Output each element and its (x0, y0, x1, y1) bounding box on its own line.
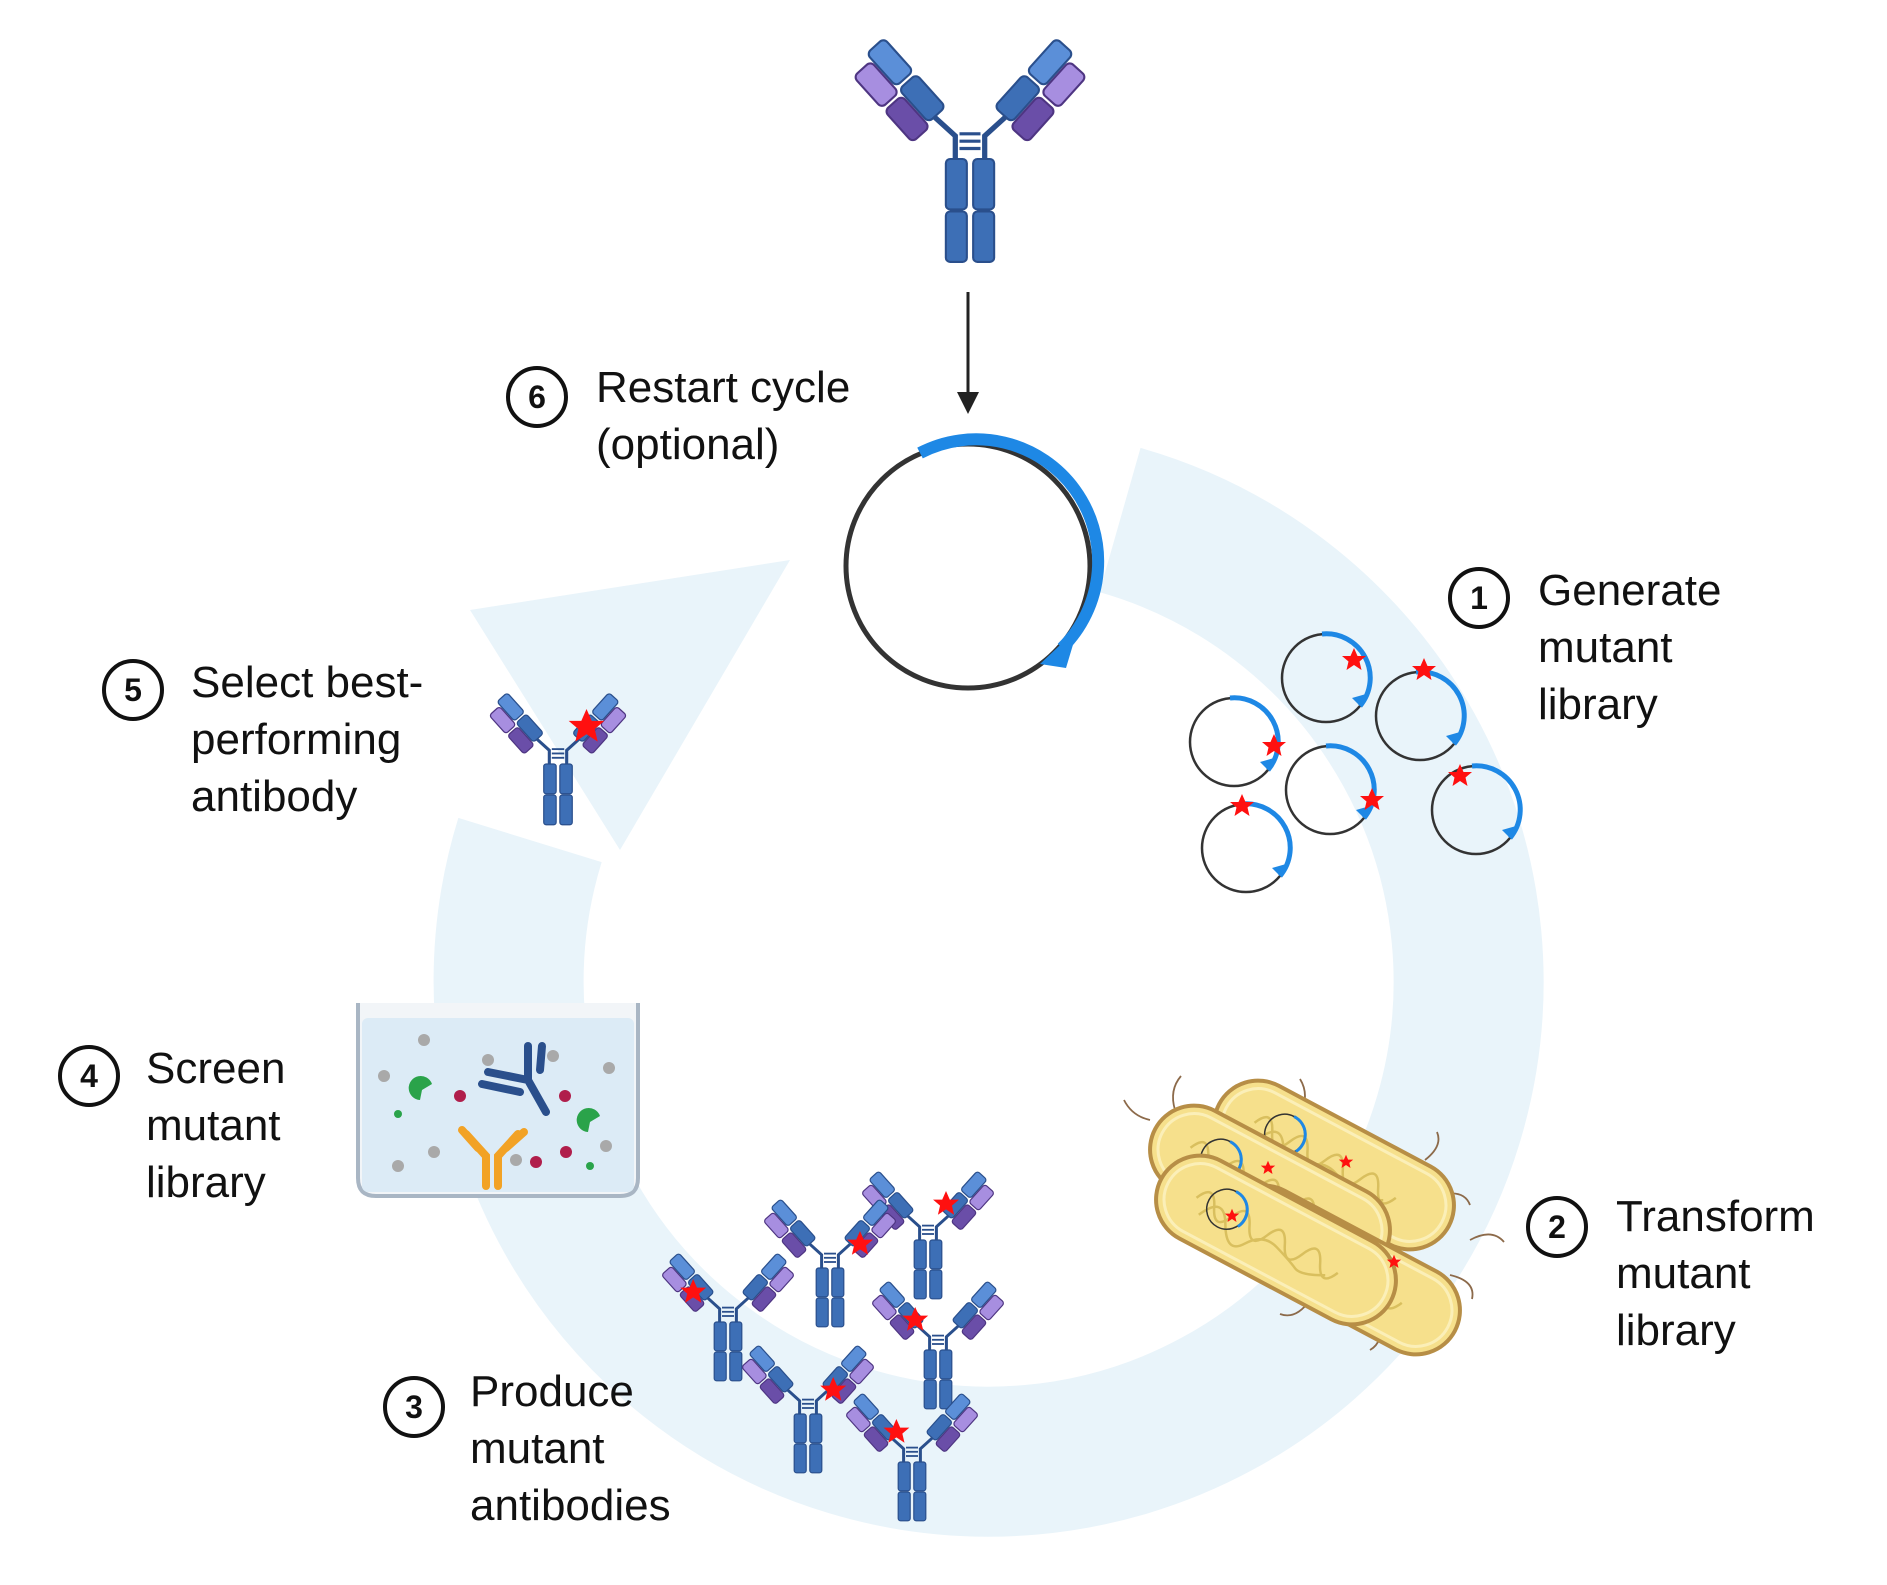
step-2-badge: 2 (1526, 1196, 1588, 1258)
plasmid-icon (843, 433, 1105, 691)
step-6-badge: 6 (506, 366, 568, 428)
step-6-label: Restart cycle(optional) (596, 363, 851, 469)
step-4-badge: 4 (58, 1045, 120, 1107)
step-5-badge: 5 (102, 659, 164, 721)
down-arrow-icon (957, 292, 979, 414)
bacteria-icon (1123, 1065, 1505, 1370)
step-3-badge: 3 (383, 1376, 445, 1438)
input-antibody-icon (848, 38, 1092, 262)
screening-well-icon (356, 1003, 640, 1198)
step-1-badge: 1 (1448, 567, 1510, 629)
